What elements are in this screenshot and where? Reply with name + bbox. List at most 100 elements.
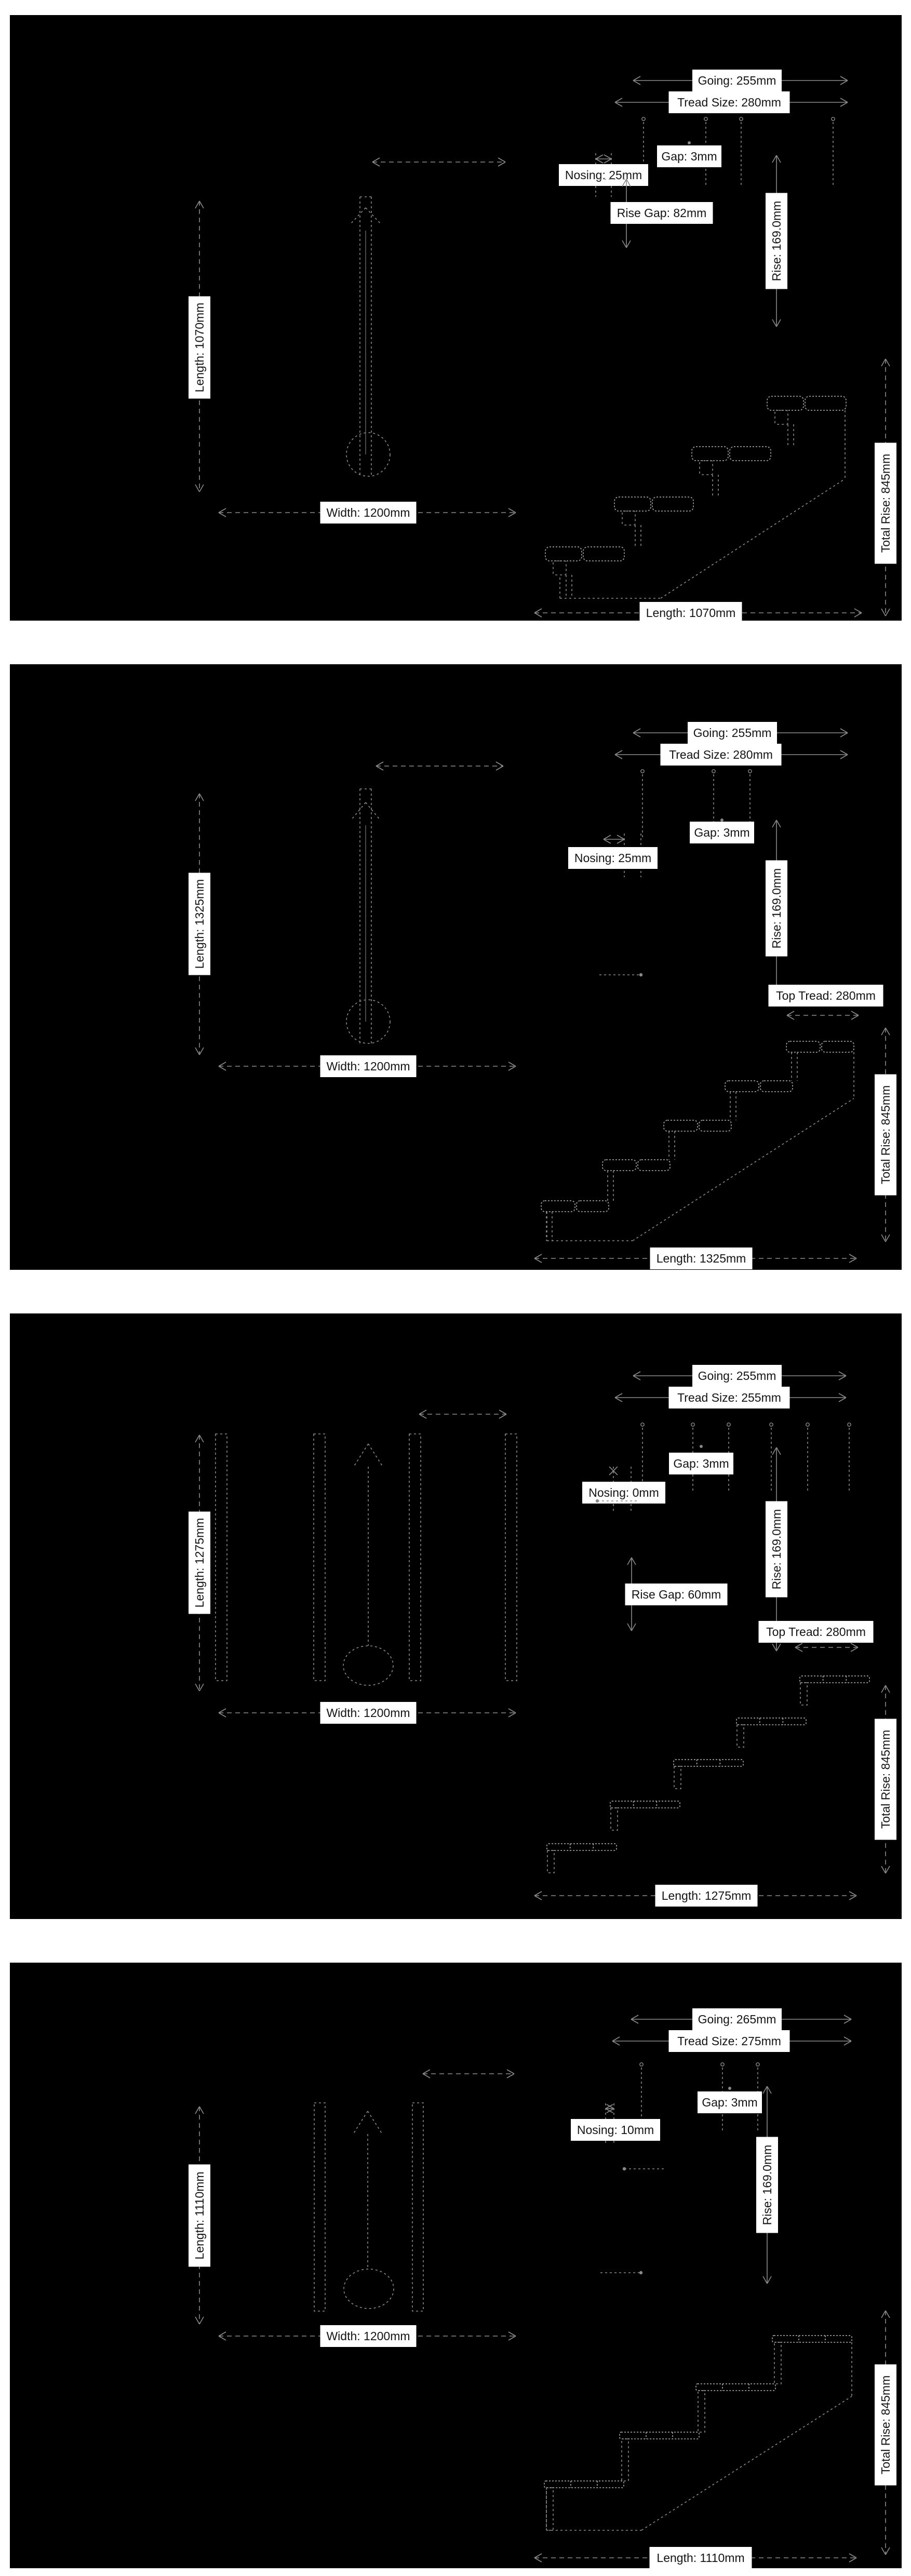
- tread-front: [786, 1041, 821, 1053]
- stringer: [660, 478, 846, 599]
- step-1: [545, 546, 625, 598]
- nosing-label: Nosing: 0mm: [582, 1482, 665, 1504]
- tread: [610, 1801, 680, 1808]
- tread: [772, 2335, 852, 2343]
- rise-gap-label-text: Rise Gap: 60mm: [632, 1588, 721, 1601]
- total-rise-label: Total Rise: 845mm: [875, 2364, 896, 2486]
- step-1: [541, 1200, 609, 1241]
- drop-line-dot-2: [720, 2062, 725, 2067]
- tread-back: [821, 1041, 854, 1053]
- nosing-label-text: Nosing: 10mm: [577, 2123, 654, 2137]
- nosing-label-text: Nosing: 0mm: [588, 1486, 659, 1499]
- total-rise-label: Total Rise: 845mm: [875, 1719, 896, 1840]
- tread-front: [614, 497, 651, 512]
- top-tread-label-text: Top Tread: 280mm: [766, 1625, 866, 1639]
- gap-label-text: Gap: 3mm: [694, 826, 749, 839]
- gap-label: Gap: 3mm: [657, 145, 721, 167]
- walk-start-circle: [343, 1645, 394, 1686]
- elevation-length-label: Length: 1275mm: [655, 1885, 758, 1907]
- plan-tread-edge-1: [215, 1433, 227, 1681]
- plan-width-label-text: Width: 1200mm: [326, 1059, 410, 1073]
- nosing-label: Nosing: 10mm: [571, 2119, 660, 2141]
- tread-back: [805, 396, 847, 411]
- rise-label-text: Rise: 169.0mm: [770, 201, 783, 281]
- tread-back: [637, 1159, 671, 1171]
- tread: [619, 2432, 700, 2439]
- top-tread-label: Top Tread: 280mm: [768, 985, 883, 1007]
- gap-label: Gap: 3mm: [669, 1453, 733, 1474]
- drop-line-dot-5: [806, 1423, 810, 1427]
- drop-line-dot-1: [640, 769, 645, 773]
- tread-front: [545, 546, 582, 561]
- going-label-text: Going: 255mm: [698, 1369, 776, 1383]
- step-5: [799, 1675, 870, 1706]
- walk-line: [346, 196, 391, 477]
- tread: [799, 1675, 870, 1683]
- reference-dot-2: [639, 2271, 643, 2275]
- tread-size-label-text: Tread Size: 255mm: [677, 1391, 781, 1404]
- top-tread-label-text: Top Tread: 280mm: [776, 989, 876, 1002]
- tread-front: [767, 396, 804, 411]
- elevation-length-label-text: Length: 1070mm: [646, 606, 736, 620]
- tread-back: [576, 1200, 609, 1212]
- step-4: [736, 1718, 807, 1748]
- riser: [698, 2390, 705, 2433]
- plan-length-label-text: Length: 1070mm: [193, 303, 206, 393]
- nosing-label: Nosing: 25mm: [568, 847, 658, 869]
- tread-front: [663, 1120, 698, 1132]
- top-tread-label: Top Tread: 280mm: [758, 1621, 874, 1643]
- tread-size-label-text: Tread Size: 280mm: [677, 96, 781, 109]
- rise-label-text: Rise: 169.0mm: [770, 868, 783, 949]
- drop-line-dot-3: [756, 2062, 760, 2067]
- tread: [736, 1718, 807, 1725]
- gap-label-text: Gap: 3mm: [702, 2096, 757, 2109]
- plan-length-label: Length: 1275mm: [189, 1511, 210, 1614]
- rise-label-text: Rise: 169.0mm: [760, 2145, 774, 2225]
- drop-line-dot-6: [847, 1423, 851, 1427]
- plan-width-label-text: Width: 1200mm: [326, 1706, 410, 1720]
- drop-line-dot-1: [641, 117, 646, 121]
- stringer: [641, 2396, 852, 2531]
- riser: [736, 1724, 744, 1748]
- gap-reference-dot: [728, 2087, 731, 2090]
- total-rise-label-text: Total Rise: 845mm: [879, 1085, 892, 1184]
- walk-line: [346, 788, 391, 1044]
- gap-label-text: Gap: 3mm: [673, 1457, 729, 1470]
- drop-line-dot-1: [639, 2062, 644, 2067]
- walk-line: [343, 2111, 394, 2309]
- plan-width-label: Width: 1200mm: [320, 2325, 417, 2347]
- gap-label: Gap: 3mm: [690, 822, 754, 843]
- total-rise-label-text: Total Rise: 845mm: [879, 2376, 892, 2474]
- total-rise-label: Total Rise: 845mm: [875, 1074, 896, 1196]
- drop-line-dot-4: [769, 1423, 773, 1427]
- step-4: [772, 2335, 852, 2384]
- plan-tread-edge-3: [409, 1433, 421, 1681]
- step-3: [673, 1759, 744, 1789]
- step-1: [544, 2480, 624, 2531]
- drop-line-dot-3: [727, 1423, 731, 1427]
- step-2: [610, 1801, 680, 1831]
- nosing-label-text: Nosing: 25mm: [565, 168, 642, 182]
- step-2: [614, 497, 694, 547]
- riser: [774, 410, 788, 425]
- nosing-annotation: Nosing: 25mm: [559, 153, 648, 197]
- going-label: Going: 255mm: [692, 1365, 782, 1387]
- drop-line-dot-2: [704, 117, 708, 121]
- riser: [621, 2438, 629, 2481]
- rise-label: Rise: 169.0mm: [766, 193, 787, 289]
- riser: [699, 460, 713, 475]
- stair-steps: [545, 396, 847, 598]
- reference-dot-1: [639, 973, 643, 977]
